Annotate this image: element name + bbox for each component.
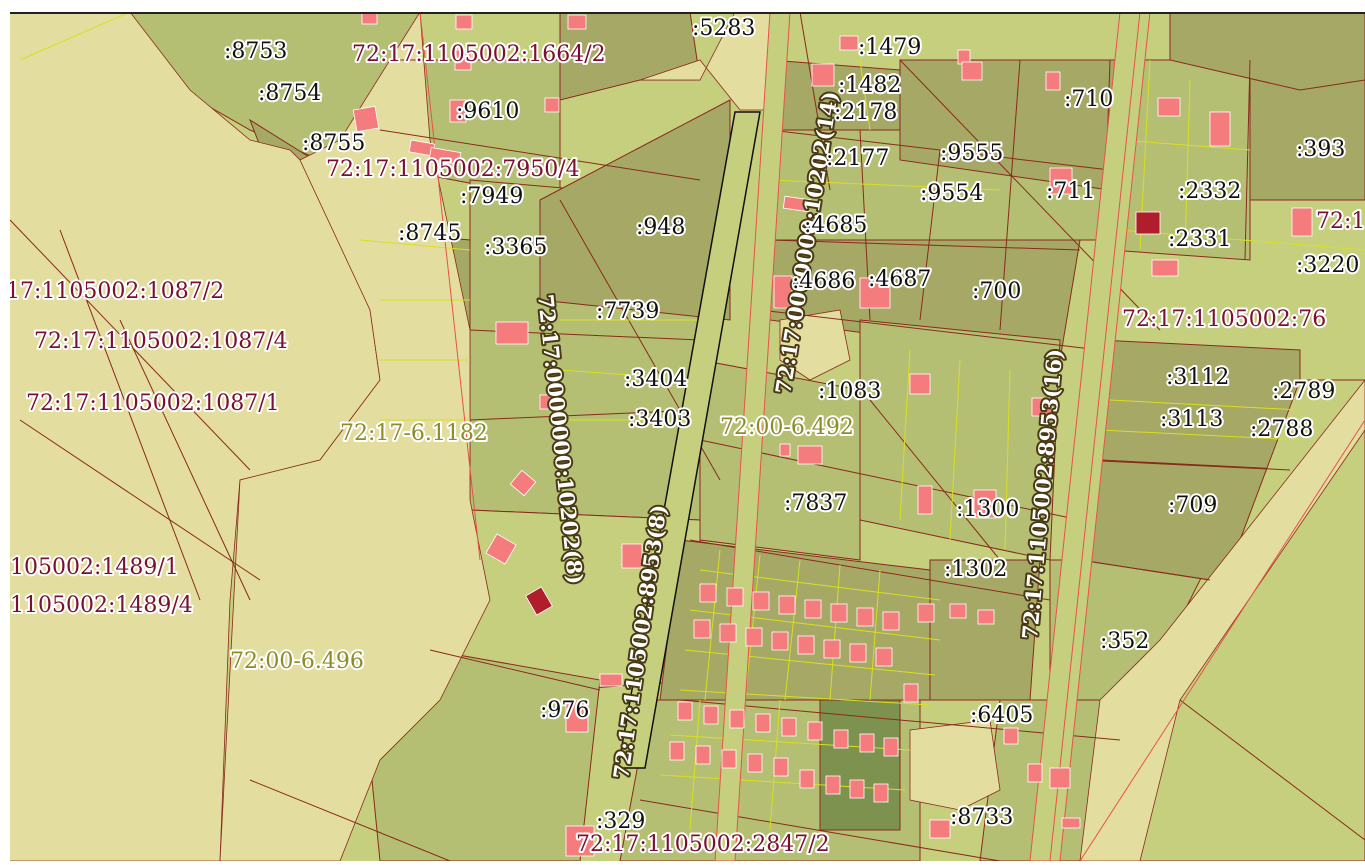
parcel-label: :2178 bbox=[834, 100, 897, 125]
parcel-label: :2177 bbox=[826, 146, 889, 171]
parcel-label: :710 bbox=[1064, 87, 1113, 112]
parcel-label: :8754 bbox=[258, 81, 321, 106]
parcel-label: :3403 bbox=[628, 407, 691, 432]
top-frame-bar bbox=[0, 0, 1365, 14]
cadastral-label: 1105002:1489/4 bbox=[10, 593, 193, 618]
parcel-label: :2788 bbox=[1250, 417, 1313, 442]
parcel-label: :3365 bbox=[484, 235, 547, 260]
parcel-label: :1083 bbox=[818, 379, 881, 404]
parcel-label: :700 bbox=[972, 279, 1021, 304]
parcel-label: :709 bbox=[1168, 493, 1217, 518]
parcel-number-labels: :8753 :8754 :8755 :9610 :5283 :1479 :148… bbox=[222, 14, 1361, 836]
parcel-label: :7949 bbox=[460, 184, 523, 209]
parcel-label: :7837 bbox=[784, 491, 847, 516]
parcel-label: :8745 bbox=[398, 221, 461, 246]
parcel-label: :1302 bbox=[944, 557, 1007, 582]
parcel-label: :352 bbox=[1100, 629, 1149, 654]
parcel-label: :4686 bbox=[792, 269, 855, 294]
parcel-label: :4687 bbox=[868, 267, 931, 292]
cadastral-label: 17:1105002:1087/2 bbox=[6, 279, 224, 304]
parcel-label: :7739 bbox=[596, 299, 659, 324]
cadastral-label: 72:17:1105002:1087/1 bbox=[26, 391, 280, 416]
parcel-label: :6405 bbox=[970, 703, 1033, 728]
parcel-label: :9555 bbox=[940, 141, 1003, 166]
parcel-label: :3112 bbox=[1166, 365, 1229, 390]
parcel-label: :9610 bbox=[456, 99, 519, 124]
parcel-label: :711 bbox=[1046, 179, 1095, 204]
parcel-label: :329 bbox=[596, 809, 645, 834]
buildings-layer bbox=[352, 11, 1313, 857]
parcel-label: :976 bbox=[540, 698, 589, 723]
parcel-label: :8753 bbox=[224, 39, 287, 64]
cadastral-label: 72:17:1105002:2847/2 bbox=[576, 832, 830, 857]
parcel-label: :3220 bbox=[1296, 253, 1359, 278]
parcel-label: :3113 bbox=[1160, 407, 1223, 432]
zone-label: 72:17-6.1182 bbox=[340, 421, 488, 446]
parcel-label: :8733 bbox=[950, 805, 1013, 830]
zone-labels: 72:17-6.1182 72:00-6.492 72:00-6.496 bbox=[228, 413, 856, 676]
cadastral-label: 72:17:1105002:1664/2 bbox=[352, 42, 606, 67]
parcel-label: :2331 bbox=[1168, 227, 1231, 252]
cadastral-label: 72:17:1105002:76 bbox=[1122, 307, 1326, 332]
parcel-label: :4685 bbox=[804, 213, 867, 238]
parcel-label: :1300 bbox=[956, 497, 1019, 522]
zone-label: 72:00-6.496 bbox=[230, 649, 364, 674]
cadastral-label: 72:1 bbox=[1316, 209, 1365, 234]
parcel-label: :3404 bbox=[624, 367, 687, 392]
parcel-label: :2332 bbox=[1178, 179, 1241, 204]
parcel-label: :9554 bbox=[920, 181, 983, 206]
cadastral-label: 72:17:1105002:7950/4 bbox=[326, 157, 580, 182]
subdivision-lines bbox=[19, 11, 1365, 831]
zone-label: 72:00-6.492 bbox=[720, 415, 854, 440]
cadastral-label: 105002:1489/1 bbox=[10, 555, 179, 580]
buildings-dark-layer bbox=[525, 211, 1161, 616]
cadastral-number-labels: 72:17:1105002:1664/2 72:17:1105002:7950/… bbox=[4, 40, 1365, 859]
parcel-label: :1482 bbox=[838, 73, 901, 98]
sand-areas bbox=[0, 10, 1365, 862]
cadastral-label: 72:17:1105002:1087/4 bbox=[34, 329, 288, 354]
parcel-label: :2789 bbox=[1272, 379, 1335, 404]
parcel-label: :948 bbox=[636, 215, 685, 240]
parcel-label: :8755 bbox=[302, 131, 365, 156]
parcel-label: :1479 bbox=[858, 35, 921, 60]
left-frame-bar bbox=[0, 12, 10, 861]
parcel-label: :393 bbox=[1296, 137, 1345, 162]
road-corridors bbox=[419, 11, 1365, 862]
parcel-label: :5283 bbox=[692, 16, 755, 41]
